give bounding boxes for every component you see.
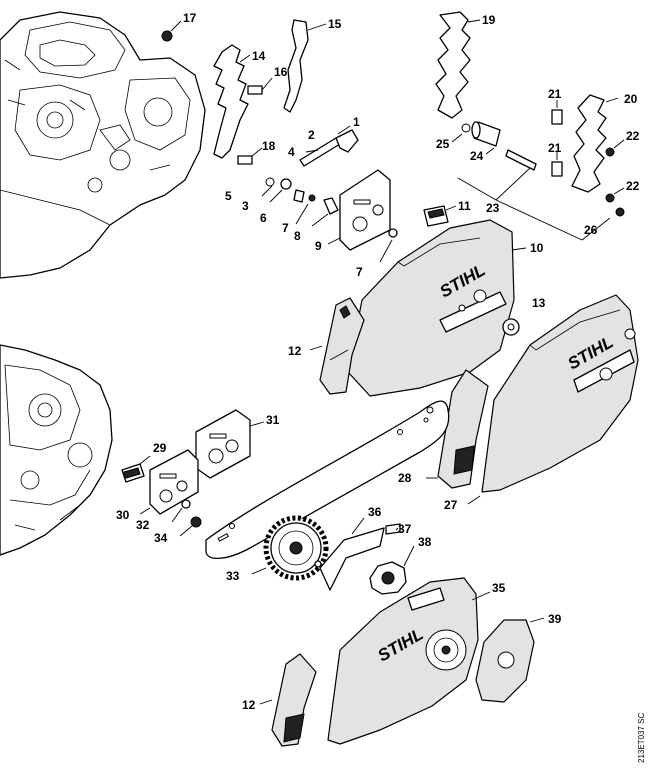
callout-20: 20: [624, 92, 638, 106]
part-12-guide-upper: [309, 297, 365, 395]
callout-22a: 22: [626, 129, 640, 143]
part-31-plate: [195, 409, 265, 479]
part-12-guide-lower: [259, 653, 317, 747]
part-22-nuts: [605, 139, 625, 203]
callout-24: 24: [470, 149, 484, 163]
part-38-knob: [369, 545, 415, 595]
callout-16: 16: [274, 65, 288, 79]
part-7-screw-lower: [379, 228, 398, 263]
callout-1: 1: [353, 115, 360, 129]
tensioner-assembly: [261, 125, 359, 227]
callout-7a: 7: [282, 221, 289, 235]
callout-14: 14: [252, 49, 266, 63]
callout-11: 11: [458, 199, 471, 213]
callout-17: 17: [183, 11, 197, 25]
callout-28: 28: [398, 471, 412, 485]
callout-12a: 12: [288, 344, 302, 358]
part-33-sprocket: [251, 515, 329, 581]
part-11-block: [423, 205, 457, 227]
callout-36: 36: [368, 505, 382, 519]
part-39-cover: [475, 617, 545, 703]
callout-18: 18: [262, 139, 276, 153]
callout-22b: 22: [626, 179, 640, 193]
drawing-reference: 213ET037 SC: [637, 713, 646, 763]
callout-32: 32: [136, 518, 150, 532]
part-34-nut: [179, 516, 202, 537]
callout-30: 30: [116, 508, 130, 522]
part-28-guide: [426, 369, 489, 489]
callout-33: 33: [226, 569, 240, 583]
part-23-26-bracket: [457, 167, 625, 241]
part-30-plate: [139, 449, 199, 515]
callout-8: 8: [294, 229, 301, 243]
part-29-block: [121, 455, 151, 483]
callout-25: 25: [436, 137, 450, 151]
callout-4: 4: [288, 145, 295, 159]
guide-bar: [205, 400, 450, 559]
callout-29: 29: [153, 441, 167, 455]
part-36-guide-plate: [314, 517, 385, 591]
callout-21b: 21: [548, 141, 562, 155]
callout-3: 3: [242, 199, 249, 213]
part-9-side-plate: [327, 169, 391, 251]
part-20-chain-catcher: [571, 94, 619, 193]
callout-27: 27: [444, 498, 458, 512]
part-17-nut: [161, 20, 182, 42]
part-14-chain-catcher: [213, 44, 251, 159]
callout-21a: 21: [548, 87, 562, 101]
callout-5: 5: [225, 189, 232, 203]
callout-labels: 1 2 3 4 5 6 7 7 8 9 10 11 12 12 13 14 15…: [116, 11, 640, 712]
callout-6: 6: [260, 211, 267, 225]
callout-15: 15: [328, 17, 342, 31]
callout-34: 34: [154, 531, 168, 545]
part-16-screw: [247, 77, 273, 95]
callout-38: 38: [418, 535, 432, 549]
callout-7b: 7: [356, 265, 363, 279]
part-21-screws: [551, 100, 563, 177]
callout-39: 39: [548, 612, 562, 626]
part-35-sprocket-cover: STIHL: [327, 577, 491, 745]
callout-13: 13: [532, 296, 546, 310]
callout-12b: 12: [242, 698, 256, 712]
engine-housing-upper: [0, 11, 206, 279]
callout-23: 23: [486, 201, 500, 215]
part-15-plate: [283, 19, 327, 113]
part-18-screw: [237, 147, 263, 165]
part-13-nut: [502, 318, 520, 336]
callout-35: 35: [492, 581, 506, 595]
part-19-chain-catcher: [435, 11, 481, 119]
part-32-screw: [171, 499, 191, 523]
callout-26: 26: [584, 223, 598, 237]
callout-2: 2: [308, 128, 315, 142]
callout-31: 31: [266, 413, 280, 427]
part-24-25-spacer: [451, 121, 537, 171]
callout-37: 37: [398, 522, 412, 536]
engine-housing-lower: [0, 344, 113, 556]
part-37-shim: [385, 523, 401, 535]
part-10-sprocket-cover: STIHL: [347, 219, 527, 397]
callout-19: 19: [482, 13, 496, 27]
callout-9: 9: [315, 239, 322, 253]
part-27-sprocket-cover: STIHL: [467, 294, 639, 505]
callout-10: 10: [530, 241, 544, 255]
